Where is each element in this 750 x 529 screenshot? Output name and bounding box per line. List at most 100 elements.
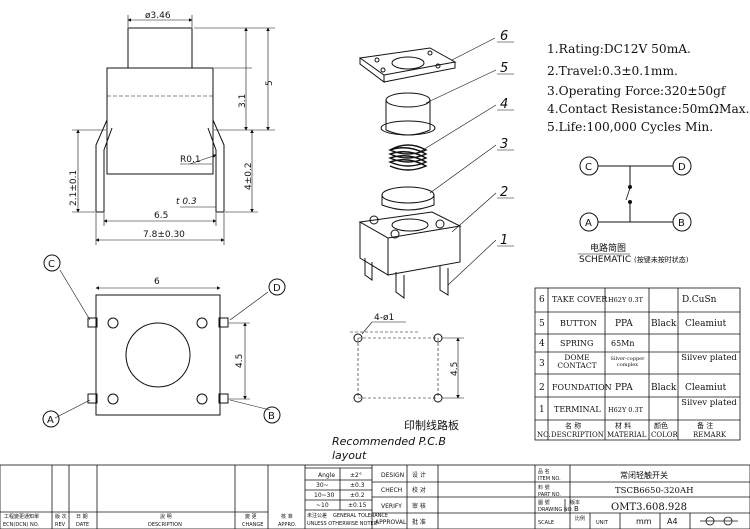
label-part-no: PART NO. (538, 492, 561, 498)
terminal-label-d: D (273, 283, 281, 294)
dim-pcb-height: 4.5 (450, 362, 460, 376)
bom-row-6-material: H62Y 0.3T (608, 296, 644, 304)
part-number-5: 5 (500, 61, 508, 76)
role-verify-en: VERIFY (381, 503, 402, 510)
unit-value: mm (636, 517, 652, 526)
tol-range-2: 10~30 (314, 492, 334, 499)
rev-header-appro-en: APPRO. (278, 522, 297, 528)
bom-header-mat-cn: 材 料 (615, 421, 631, 430)
rev-header-rev-en: REV (55, 522, 66, 528)
label-name-cn: 品 名 (538, 468, 550, 475)
spec-contact-resistance: 4.Contact Resistance:50mΩMax. (547, 102, 750, 116)
bom-row-1-desc: TERMINAL (554, 405, 601, 414)
label-item-no: ITEM NO. (538, 476, 561, 482)
bom-header-color-en: COLOR (651, 431, 678, 439)
role-approval-en: APPROVAL (375, 519, 407, 526)
bom-row-4-no: 4 (539, 339, 545, 349)
rev-header-change-en: CHANGE (242, 522, 263, 528)
plan-view (42, 254, 286, 428)
dim-pcb-holes: 4-ø1 (374, 313, 394, 323)
tol-general-en-1: GENERAL TOLERANCE (333, 513, 388, 519)
bom-row-2-material: PPA (615, 383, 633, 393)
bom-row-5-desc: BUTTON (560, 319, 597, 328)
label-scale-cn: 比例 (575, 515, 585, 522)
role-check-cn: 校 对 (412, 486, 426, 494)
bom-row-2-no: 2 (539, 383, 545, 393)
bom-row-2-color: Black (651, 383, 677, 393)
exploded-view (358, 37, 497, 299)
role-verify-cn: 审 核 (412, 502, 426, 510)
dim-plan-width: 6 (154, 277, 160, 287)
pcb-layout (350, 321, 464, 403)
bom-header-remark-cn: 备 注 (697, 421, 713, 430)
tol-range-3: ~10 (316, 502, 329, 509)
bom-row-4-material: 65Mn (611, 339, 635, 348)
bom-header-mat-en: MATERIAL (607, 431, 647, 439)
schematic-terminal-a: A (585, 218, 592, 229)
bom-row-2-desc: FOUNDATION (552, 383, 612, 392)
bom-row-6-remark: D.CuSn (682, 295, 717, 305)
bom-row-5-color: Black (651, 319, 677, 329)
tol-value-3: ±0.15 (348, 502, 367, 509)
label-scale: SCALE (538, 520, 554, 526)
bom-table-grid (534, 287, 741, 441)
label-unit: UNIT (596, 520, 609, 526)
terminal-label-a: A (47, 415, 54, 426)
bom-header-desc-en: DESCRIPTION (551, 431, 604, 439)
part-number-4: 4 (500, 97, 508, 112)
role-design-cn: 设 计 (412, 471, 426, 479)
bom-row-6-no: 6 (539, 295, 545, 305)
schematic-note-cn: (按键未按时状态) (634, 255, 689, 264)
role-check-en: CHECH (381, 487, 402, 494)
role-design-en: DESIGN (381, 472, 404, 479)
tol-value-2: ±0.2 (350, 492, 365, 499)
bom-row-1-material: H62Y 0.3T (608, 406, 644, 414)
sheet-size: A4 (667, 517, 678, 526)
pcb-caption-en-1: Recommended P.C.B (332, 435, 446, 448)
rev-header-desc-cn: 說 明 (160, 513, 172, 520)
pcb-caption-cn: 印制线路板 (404, 418, 459, 432)
dim-height-3-1: 3.1 (238, 94, 248, 108)
tol-value-1: ±0.3 (350, 482, 365, 489)
rev-header-appro-cn: 核 准 (281, 513, 293, 520)
label-version: 版本 (570, 499, 580, 506)
schematic-terminal-c: C (585, 162, 592, 173)
spec-life: 5.Life:100,000 Cycles Min. (547, 120, 714, 134)
schematic-title-en: SCHEMATIC (579, 255, 631, 265)
rev-header-change-cn: 變 更 (245, 513, 257, 520)
spec-travel: 2.Travel:0.3±0.1mm. (547, 64, 678, 78)
side-view (72, 15, 275, 245)
dim-height-5: 5 (265, 80, 275, 86)
rev-header-date-en: DATE (76, 522, 89, 528)
title-block-grid (0, 464, 750, 529)
rev-header-ecn-cn: 工程變更通知單 (4, 513, 39, 520)
dim-plan-height: 4.5 (235, 354, 245, 368)
schematic-title-cn: 电路简图 (590, 242, 626, 254)
bom-row-2-remark: Cleamiut (685, 383, 727, 393)
bom-row-1-no: 1 (539, 405, 545, 415)
bom-header-remark-en: REMARK (693, 431, 727, 439)
rev-header-date-cn: 日 期 (76, 514, 88, 520)
terminal-label-b: B (268, 411, 275, 422)
drawing-number: OMT3.608.928 (611, 502, 687, 513)
pcb-caption-en-2: layout (332, 449, 367, 462)
bom-header-no: NO. (537, 431, 551, 439)
part-number-1: 1 (500, 233, 508, 248)
rev-header-desc-en: DESCRIPTION (148, 522, 182, 528)
tol-range-1: 30~ (316, 482, 329, 489)
bom-row-1-remark: Silvev plated (681, 399, 737, 408)
dim-lead-2-1: 2.1±0.1 (69, 170, 79, 206)
bom-row-5-no: 5 (539, 319, 545, 329)
schematic (578, 156, 692, 255)
part-number-6: 6 (500, 29, 508, 44)
bom-header-desc-cn: 名 称 (565, 421, 581, 430)
rev-header-ecn-en: ECN(DCN) NO. (3, 522, 39, 528)
dim-height-4: 4±0.2 (244, 162, 254, 190)
bom-row-5-material: PPA (615, 319, 633, 329)
tol-angle-value: ±2° (350, 472, 362, 479)
role-approval-cn: 批 准 (412, 518, 426, 526)
bom-header-color-cn: 颜色 (654, 421, 668, 430)
schematic-terminal-d: D (678, 162, 686, 173)
tol-general-en-2: UNLESS OTHERWISE NOTED (307, 521, 378, 527)
